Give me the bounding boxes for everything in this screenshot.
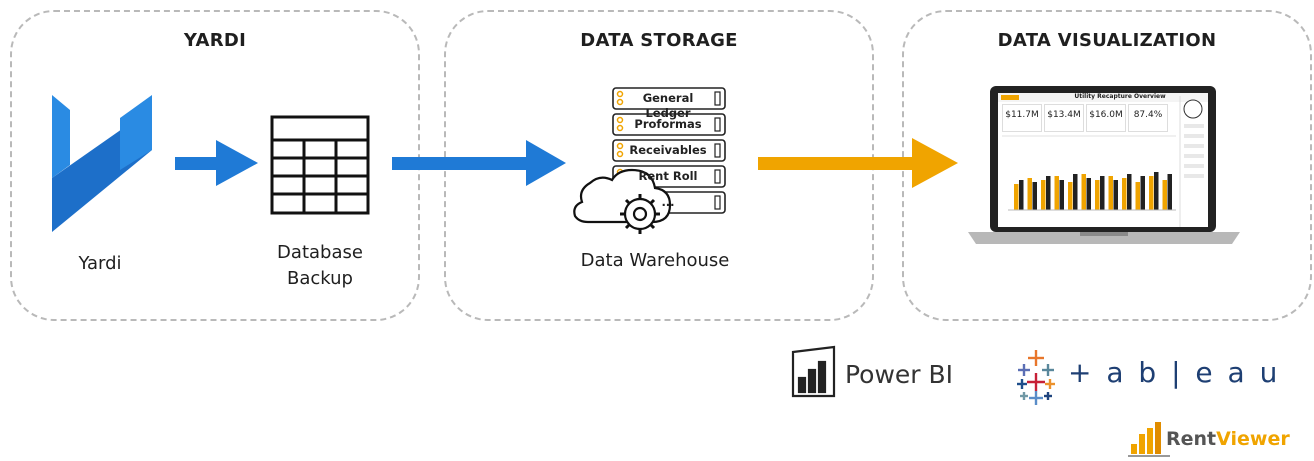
dashboard-bar	[1032, 182, 1037, 210]
dashboard-kpi-value: 87.4%	[1133, 110, 1163, 120]
dashboard-bar	[1135, 182, 1140, 210]
dashboard-kpi-value: $13.4M	[1047, 110, 1081, 120]
server-slot-icon	[714, 143, 721, 158]
server-led-icon	[616, 90, 624, 98]
ledger-item-label: General Ledger	[642, 91, 694, 120]
dashboard-bar	[1073, 174, 1078, 210]
ledger-item-label: Rent Roll	[638, 169, 698, 183]
dashboard-bar-chart	[1008, 172, 1176, 211]
dashboard-bar	[1140, 176, 1145, 210]
yardi-panel-title: YARDI	[183, 30, 247, 51]
server-led-icon	[616, 150, 624, 158]
server-slot-icon	[714, 117, 721, 132]
dashboard-bar	[1162, 180, 1167, 210]
server-led-icon	[616, 142, 624, 150]
dashboard-bar	[1054, 176, 1059, 210]
tableau-logo-text: + a b | e a u	[1068, 356, 1281, 389]
rentviewer-logo-text-a: Rent	[1166, 428, 1217, 450]
dashboard-kpi-card	[1044, 104, 1084, 132]
dashboard-kpi-value: $11.7M	[1005, 110, 1039, 120]
server-led-icon	[616, 116, 624, 124]
data-warehouse-label: Data Warehouse	[580, 250, 730, 271]
dashboard-title: Utility Recapture Overview	[1074, 93, 1166, 100]
tableau-logo-icon	[1017, 350, 1055, 405]
server-row	[612, 139, 726, 162]
dashboard-bar	[1122, 178, 1127, 210]
data-visualization-panel-title: DATA VISUALIZATION	[997, 30, 1217, 51]
server-led-icon	[616, 124, 624, 132]
ledger-item-label: Receivables	[629, 143, 707, 157]
dashboard-bar	[1127, 174, 1132, 210]
server-led-icon	[616, 98, 624, 106]
powerbi-logo-icon	[791, 345, 836, 398]
dashboard-kpi-card	[1086, 104, 1126, 132]
data-storage-panel-title: DATA STORAGE	[580, 30, 738, 51]
rentviewer-logo-text: RentViewer	[1166, 428, 1290, 450]
dashboard-bar	[1095, 180, 1100, 210]
powerbi-logo-text: Power BI	[845, 360, 954, 389]
dashboard-kpi-value: $16.0M	[1089, 110, 1123, 120]
server-row	[612, 113, 726, 136]
server-slot-icon	[714, 91, 721, 106]
dashboard-bar	[1059, 180, 1064, 210]
arrow-backup-to-storage-icon	[392, 140, 566, 186]
yardi-logo-icon	[52, 95, 152, 232]
dashboard-kpi-card	[1002, 104, 1042, 132]
dashboard-bar	[1108, 176, 1113, 210]
dashboard-bar	[1086, 178, 1091, 210]
dashboard-bar	[1081, 174, 1086, 210]
dashboard-bar	[1014, 184, 1019, 210]
server-slot-icon	[714, 169, 721, 184]
database-table-icon	[270, 115, 370, 215]
dashboard-bar	[1113, 180, 1118, 210]
server-row	[612, 87, 726, 110]
database-backup-label-line2: Backup	[287, 268, 353, 289]
arrow-storage-to-visualization-icon	[758, 138, 958, 188]
database-backup-label-line1: Database	[277, 242, 363, 263]
server-stack-icon	[612, 87, 726, 214]
dashboard-kpi-card	[1128, 104, 1168, 132]
arrow-yardi-to-backup-icon	[175, 140, 258, 186]
dashboard-bar	[1149, 176, 1154, 210]
dashboard-bar	[1046, 176, 1051, 210]
rentviewer-logo-text-b: Viewer	[1216, 428, 1290, 450]
dashboard-bar	[1041, 180, 1046, 210]
dashboard-bar	[1167, 174, 1172, 210]
ledger-item-label: Proformas	[634, 117, 702, 131]
dashboard-bar	[1154, 172, 1159, 210]
yardi-label: Yardi	[78, 253, 122, 274]
dashboard-bar	[1068, 182, 1073, 210]
dashboard-bar	[1027, 178, 1032, 210]
dashboard-bar	[1019, 180, 1024, 210]
server-slot-icon	[714, 195, 721, 210]
cloud-gear-icon	[573, 168, 672, 234]
ledger-item-label: ...	[661, 195, 675, 209]
laptop-dashboard-icon	[968, 86, 1240, 244]
dashboard-bar	[1100, 176, 1105, 210]
rentviewer-logo-icon	[1128, 422, 1170, 457]
